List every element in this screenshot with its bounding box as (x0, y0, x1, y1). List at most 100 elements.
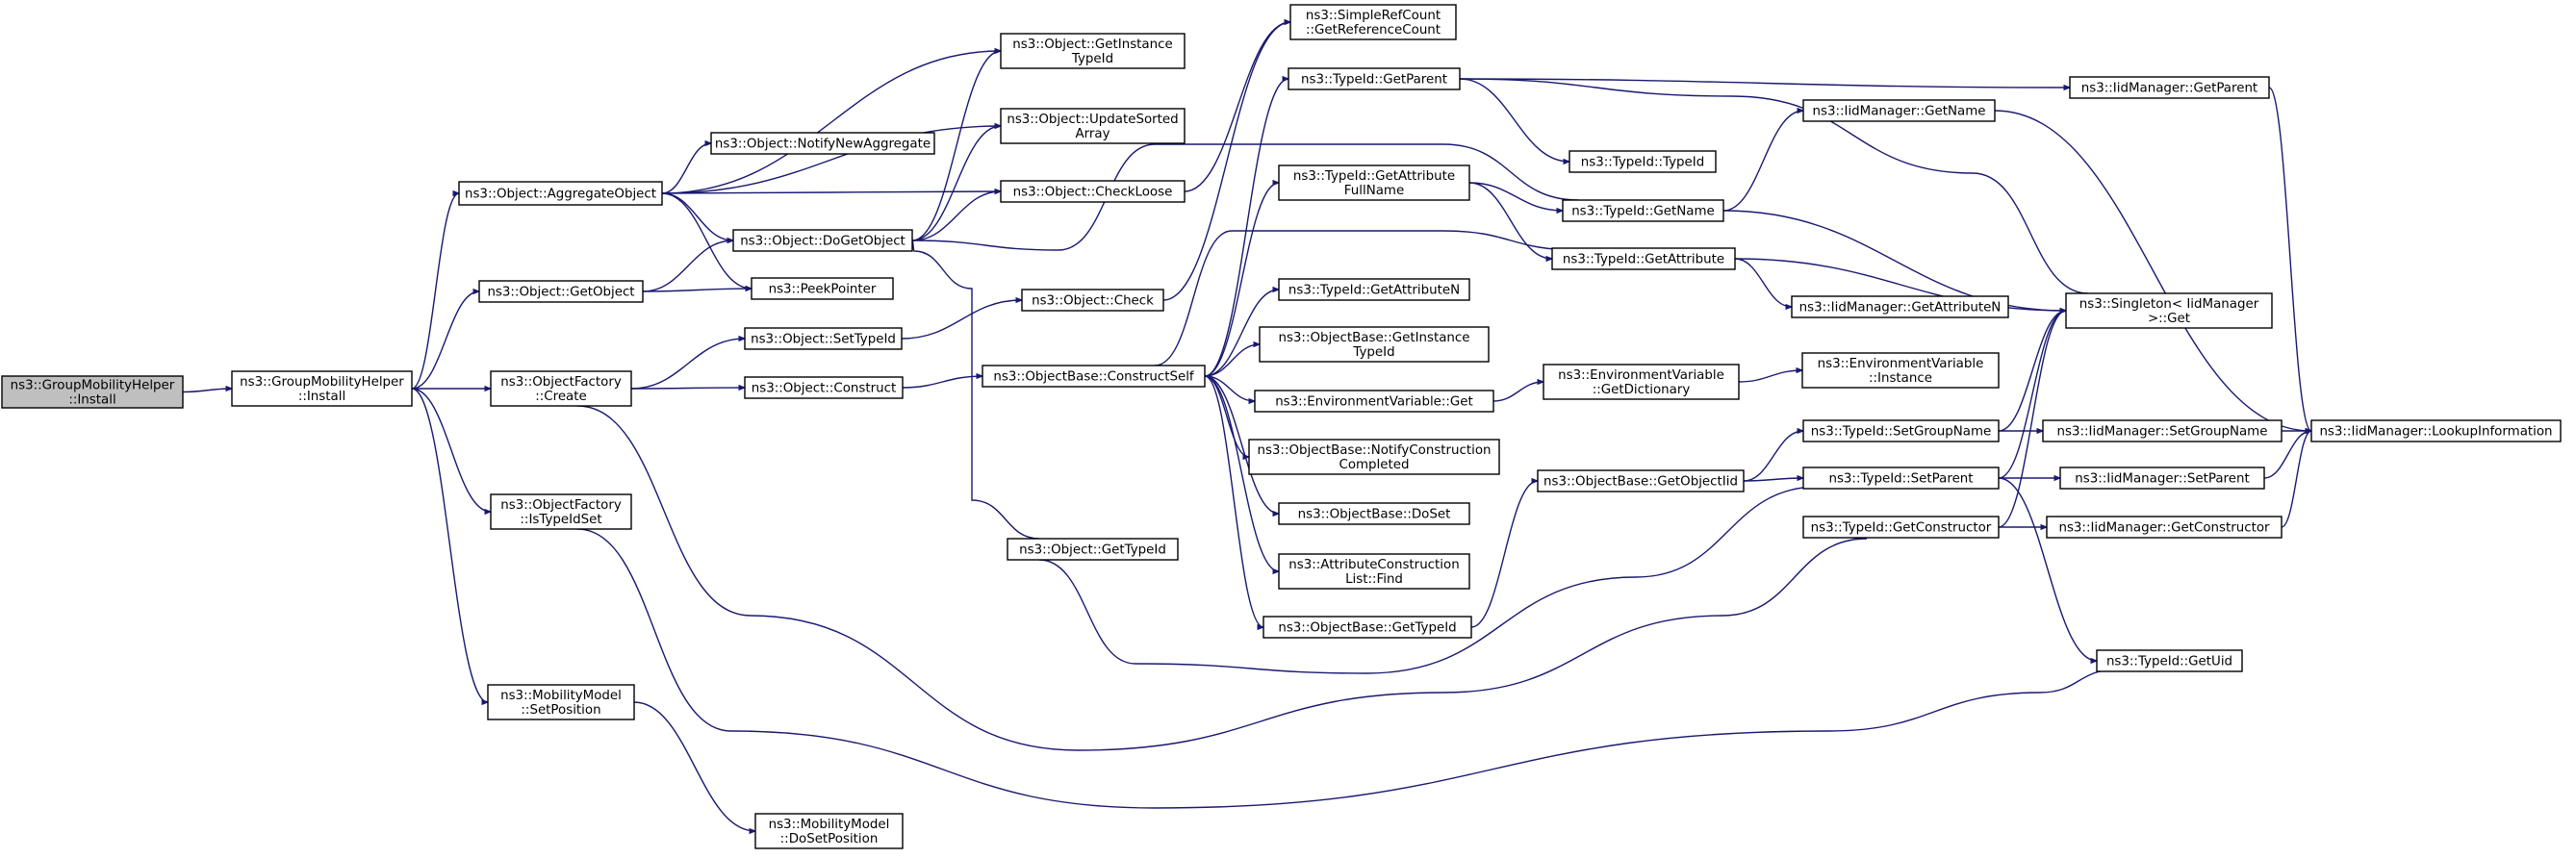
node-box (1259, 326, 1490, 363)
node-aggregate[interactable]: ns3::Object::AggregateObject (458, 181, 663, 206)
edge-iidgetparent-to-iidlookup (2268, 87, 2312, 431)
node-label: ns3::ObjectBase::GetInstance (1278, 331, 1469, 345)
node-label: ns3::Object::DoGetObject (740, 235, 905, 249)
node-label: ns3::TypeId::GetName (1571, 205, 1715, 219)
node-obgetobjectiid[interactable]: ns3::ObjectBase::GetObjectIid (1537, 469, 1745, 492)
node-iidlookup[interactable]: ns3::IidManager::LookupInformation (2310, 419, 2562, 442)
edge-obgetobjectiid-to-tsetgroupname (1743, 431, 1803, 482)
node-obnotify[interactable]: ns3::ObjectBase::NotifyConstructionCompl… (1248, 439, 1500, 475)
node-tsetgroupname[interactable]: ns3::TypeId::SetGroupName (1802, 419, 2000, 442)
node-tgetname[interactable]: ns3::TypeId::GetName (1562, 199, 1724, 222)
node-envgetdict[interactable]: ns3::EnvironmentVariable::GetDictionary (1543, 364, 1740, 400)
edge-tsetparent-to-tgetuid (1998, 477, 2097, 661)
node-ofistypeidset[interactable]: ns3::ObjectFactory::IsTypeIdSet (490, 493, 632, 530)
node-box (1021, 289, 1164, 312)
node-tgetuid[interactable]: ns3::TypeId::GetUid (2096, 649, 2243, 672)
node-tgetparent[interactable]: ns3::TypeId::GetParent (1288, 67, 1461, 90)
node-label: ::Instance (1869, 371, 1932, 386)
node-label: ns3::Object::CheckLoose (1013, 186, 1173, 200)
node-label: ns3::IidManager::GetName (1812, 105, 1985, 119)
node-gmh[interactable]: ns3::GroupMobilityHelper::Install (231, 370, 413, 407)
node-notifyagg[interactable]: ns3::Object::NotifyNewAggregate (710, 132, 935, 155)
edge-gmh-to-mmsetpos (411, 388, 488, 702)
node-obdoset[interactable]: ns3::ObjectBase::DoSet (1278, 502, 1470, 525)
node-box (1802, 419, 2000, 442)
node-iidgetname[interactable]: ns3::IidManager::GetName (1802, 99, 1996, 122)
edge-tgetconstructor-to-singletonget (1998, 311, 2066, 528)
edge-constructself-to-obgettypeid (1204, 375, 1263, 627)
node-dogetobject[interactable]: ns3::Object::DoGetObject (732, 229, 913, 252)
node-ofcreate[interactable]: ns3::ObjectFactory::Create (490, 370, 632, 407)
edge-envget-to-envgetdict (1492, 382, 1543, 402)
node-simplerefcount[interactable]: ns3::SimpleRefCount::GetReferenceCount (1289, 4, 1457, 40)
node-label: FullName (1344, 184, 1404, 198)
node-envget[interactable]: ns3::EnvironmentVariable::Get (1254, 390, 1494, 413)
edge-constructself-to-obdoset (1204, 375, 1279, 514)
node-box (1801, 352, 2000, 389)
node-label: Array (1075, 127, 1109, 141)
node-construct[interactable]: ns3::Object::Construct (744, 376, 904, 399)
node-check[interactable]: ns3::Object::Check (1021, 289, 1164, 312)
edge-tgetname-to-iidgetname (1722, 111, 1803, 212)
node-label: ns3::EnvironmentVariable (1818, 357, 1984, 371)
node-box (1289, 4, 1457, 40)
node-obgettypeid[interactable]: ns3::ObjectBase::GetTypeId (1262, 616, 1472, 639)
node-label: ns3::TypeId::TypeId (1581, 156, 1704, 170)
edge-getobject-to-peekpointer (642, 289, 752, 292)
node-tgetconstructor[interactable]: ns3::TypeId::GetConstructor (1802, 516, 2000, 539)
node-tgetattribute[interactable]: ns3::TypeId::GetAttribute (1551, 247, 1736, 270)
node-constructself[interactable]: ns3::ObjectBase::ConstructSelf (982, 365, 1206, 388)
node-label: ns3::ObjectBase::NotifyConstruction (1257, 443, 1491, 458)
node-box (1537, 469, 1745, 492)
node-iidgetparent[interactable]: ns3::IidManager::GetParent (2069, 76, 2270, 99)
node-label: ns3::TypeId::GetAttribute (1293, 169, 1455, 184)
node-box (744, 376, 904, 399)
node-label: ns3::ObjectBase::DoSet (1298, 508, 1451, 522)
node-box (2065, 292, 2273, 329)
node-label: ns3::MobilityModel (769, 818, 890, 832)
node-label: ns3::IidManager::SetParent (2075, 472, 2250, 487)
node-mmsetpos[interactable]: ns3::MobilityModel::SetPosition (487, 684, 635, 720)
edge-check-to-simplerefcount (1162, 22, 1290, 301)
node-singletonget[interactable]: ns3::Singleton< IidManager>::Get (2065, 292, 2273, 329)
node-label: ns3::IidManager::SetGroupName (2057, 425, 2268, 440)
node-iidsetparent[interactable]: ns3::IidManager::SetParent (2059, 467, 2265, 490)
node-mmdosetpos[interactable]: ns3::MobilityModel::DoSetPosition (754, 813, 904, 849)
edge-ofcreate-to-construct (630, 388, 745, 389)
node-settypeid[interactable]: ns3::Object::SetTypeId (744, 327, 903, 350)
node-label: ns3::ObjectFactory (500, 375, 622, 390)
node-objgettypeid[interactable]: ns3::Object::GetTypeId (1007, 538, 1179, 561)
edge-constructself-to-obgetinstance (1204, 344, 1260, 377)
edge-constructself-to-tgetattrfull (1204, 183, 1279, 377)
node-label: ns3::Object::GetInstance (1012, 38, 1172, 52)
node-tgetattrn[interactable]: ns3::TypeId::GetAttributeN (1278, 278, 1470, 301)
node-box (458, 181, 663, 206)
node-iidsetgroupname[interactable]: ns3::IidManager::SetGroupName (2042, 419, 2283, 442)
node-label: ::GetDictionary (1593, 383, 1691, 397)
node-iidgetattrn[interactable]: ns3::IidManager::GetAttributeN (1791, 295, 2009, 318)
edge-iidgetname-to-iidlookup (1994, 110, 2311, 431)
node-box (1278, 278, 1470, 301)
node-label: ::GetReferenceCount (1306, 23, 1441, 38)
node-label: ::IsTypeIdSet (520, 513, 601, 527)
node-ttypeid[interactable]: ns3::TypeId::TypeId (1569, 150, 1717, 173)
edge-aggregate-to-getinstancetypeid (661, 51, 1001, 194)
node-box (1802, 467, 2000, 490)
node-label: ns3::Singleton< IidManager (2079, 297, 2259, 312)
node-tsetparent[interactable]: ns3::TypeId::SetParent (1802, 467, 2000, 490)
node-getobject[interactable]: ns3::Object::GetObject (478, 280, 644, 303)
node-label: ns3::Object::GetTypeId (1019, 543, 1166, 558)
edge-mmsetpos-to-mmdosetpos (633, 701, 755, 831)
node-checkloose[interactable]: ns3::Object::CheckLoose (1000, 180, 1186, 203)
node-label: ns3::ObjectBase::GetTypeId (1278, 621, 1456, 636)
node-envinstance[interactable]: ns3::EnvironmentVariable::Instance (1801, 352, 2000, 389)
node-iidgetconstructor[interactable]: ns3::IidManager::GetConstructor (2046, 516, 2283, 539)
node-peekpointer[interactable]: ns3::PeekPointer (751, 277, 894, 300)
edge-ofcreate-to-settypeid (630, 339, 745, 390)
